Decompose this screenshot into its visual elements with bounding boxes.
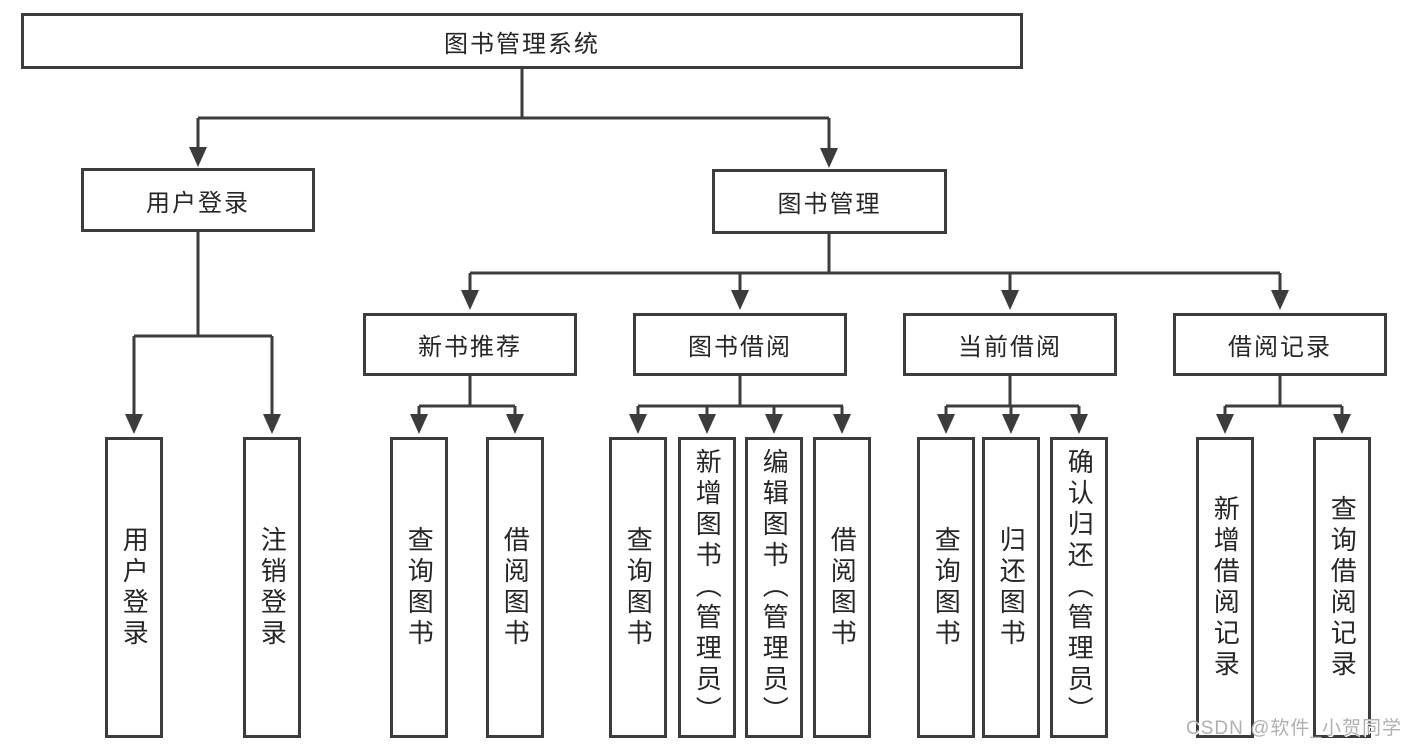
node-current-borrowing: 当前借阅 bbox=[903, 313, 1117, 376]
leaf-label: 查询图书 bbox=[931, 525, 962, 650]
leaf-borrow-book: 借阅图书 bbox=[813, 437, 871, 738]
leaf-label: 归还图书 bbox=[996, 525, 1027, 650]
leaf-label: 新增借阅记录 bbox=[1210, 494, 1241, 681]
node-root: 图书管理系统 bbox=[21, 13, 1023, 69]
leaf-edit-book-admin: 编辑图书（管理员） bbox=[745, 437, 803, 738]
node-user-login: 用户登录 bbox=[81, 168, 315, 232]
node-book-borrowing: 图书借阅 bbox=[633, 313, 847, 376]
leaf-logout-login: 注销登录 bbox=[243, 437, 301, 738]
leaf-query-borrow-record: 查询借阅记录 bbox=[1313, 437, 1371, 738]
leaf-return-book: 归还图书 bbox=[982, 437, 1040, 738]
leaf-borrow-book: 借阅图书 bbox=[486, 437, 544, 738]
leaf-label: 查询图书 bbox=[623, 525, 654, 650]
node-book-management: 图书管理 bbox=[712, 169, 947, 234]
node-borrowing-records: 借阅记录 bbox=[1173, 313, 1387, 376]
leaf-label: 新增图书（管理员） bbox=[692, 448, 723, 727]
leaf-label: 确认归还（管理员） bbox=[1064, 448, 1095, 727]
leaf-query-book: 查询图书 bbox=[609, 437, 667, 738]
leaf-label: 查询图书 bbox=[404, 525, 435, 650]
node-new-book-recommendation: 新书推荐 bbox=[363, 313, 577, 376]
leaf-add-book-admin: 新增图书（管理员） bbox=[678, 437, 736, 738]
leaf-query-book: 查询图书 bbox=[390, 437, 448, 738]
csdn-watermark: CSDN @软件_小贺同学 bbox=[1186, 718, 1402, 739]
leaf-label: 用户登录 bbox=[119, 525, 150, 650]
leaf-label: 借阅图书 bbox=[827, 525, 858, 650]
leaf-label: 查询借阅记录 bbox=[1327, 494, 1358, 681]
leaf-user-login: 用户登录 bbox=[105, 437, 163, 738]
leaf-label: 注销登录 bbox=[257, 525, 288, 650]
leaf-label: 借阅图书 bbox=[500, 525, 531, 650]
leaf-confirm-return-admin: 确认归还（管理员） bbox=[1050, 437, 1108, 738]
leaf-label: 编辑图书（管理员） bbox=[759, 448, 790, 727]
leaf-query-book: 查询图书 bbox=[917, 437, 975, 738]
leaf-add-borrow-record: 新增借阅记录 bbox=[1196, 437, 1254, 738]
